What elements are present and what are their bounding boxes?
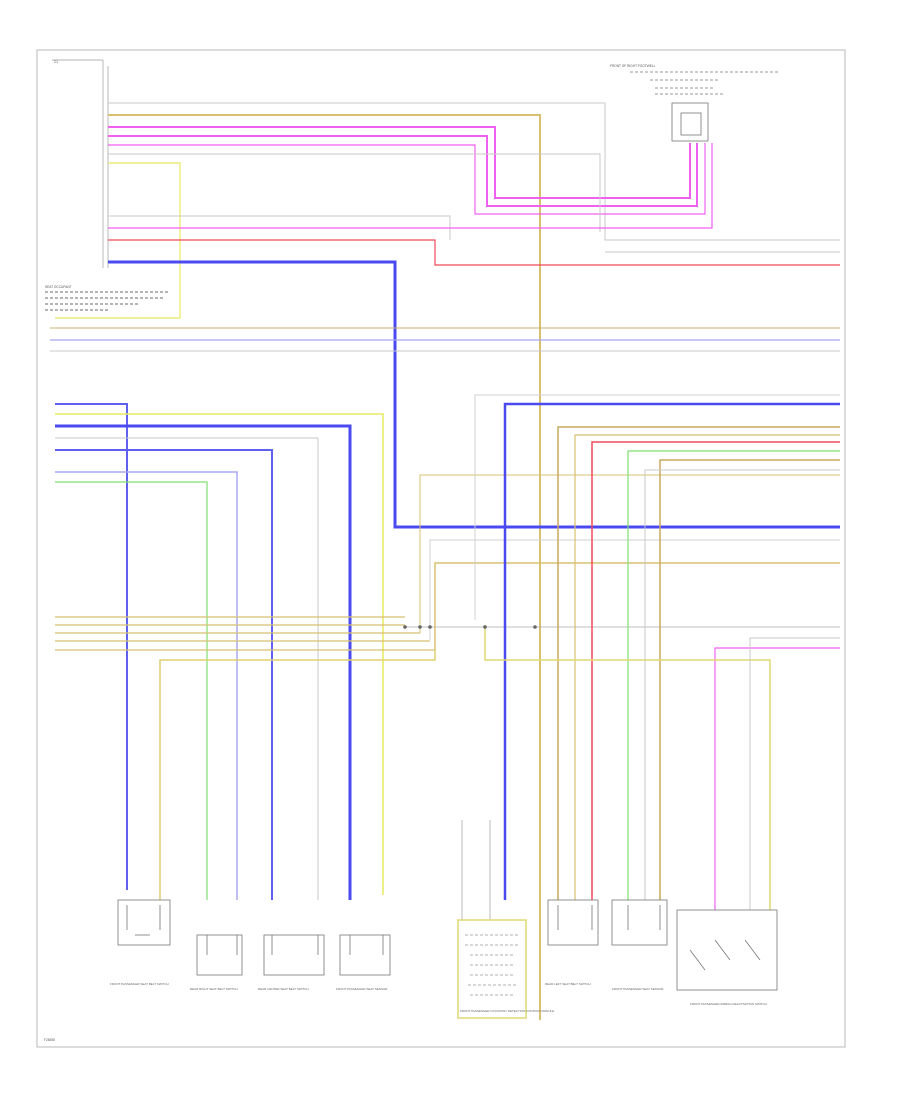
component-front-passenger-seat-sensor: FRONT PASSENGER SEAT SENSOR xyxy=(336,934,391,991)
left-module-text: SEAT OCCUPANT xyxy=(45,285,170,311)
wires xyxy=(50,102,840,1020)
splices xyxy=(403,625,537,629)
wire-grey-riser-2 xyxy=(474,394,840,620)
component-occupant-detection-module: FRONT PASSENGER OCCUPANT DETECTION CONTR… xyxy=(457,919,554,1019)
component-front-passenger-seat-sensor-2: FRONT PASSENGER SEAT SENSOR xyxy=(611,899,668,991)
top-connector-label: C1 xyxy=(54,60,58,64)
splice-2 xyxy=(418,625,422,629)
component-label-7: FRONT PASSENGER SEAT SENSOR xyxy=(612,987,664,991)
wire-green-left xyxy=(55,481,208,900)
component-front-passenger-belt-switch: FRONT PASSENGER SEAT BELT SWITCH xyxy=(110,899,171,986)
splice-5 xyxy=(533,625,537,629)
wire-pink-2 xyxy=(108,135,698,207)
component-rear-right-belt-switch: REAR RIGHT SEAT BELT SWITCH xyxy=(190,934,243,991)
wire-red-top xyxy=(108,239,840,266)
left-module-label: SEAT OCCUPANT xyxy=(45,285,72,289)
component-rear-left-belt-switch: REAR LEFT SEAT BELT SWITCH xyxy=(545,899,599,986)
wire-yellow-left-1 xyxy=(55,413,384,895)
wire-blue-left-1 xyxy=(55,403,128,890)
wire-green-right xyxy=(627,450,840,900)
wire-pink-bottom xyxy=(714,647,840,910)
wire-yellow-bottom xyxy=(484,625,771,910)
wire-tan-riser xyxy=(434,562,840,650)
wire-tan-right-2 xyxy=(574,434,840,900)
wire-grey-left-1 xyxy=(55,437,319,900)
component-label-2: REAR RIGHT SEAT BELT SWITCH xyxy=(190,987,238,991)
component-airbag-deactivation-switch: FRONT PASSENGER AIRBAG DEACTIVATION SWIT… xyxy=(676,909,778,1006)
bottom-components: FRONT PASSENGER SEAT BELT SWITCH REAR RI… xyxy=(110,899,778,1019)
wire-blue-left-3 xyxy=(55,449,273,900)
component-label-6: REAR LEFT SEAT BELT SWITCH xyxy=(545,982,591,986)
component-rear-center-belt-switch: REAR CENTER SEAT BELT SWITCH xyxy=(258,934,325,991)
wire-grey-right-2 xyxy=(644,469,840,900)
wire-grey-riser xyxy=(429,539,840,640)
wire-grey-bottom xyxy=(749,637,840,910)
wire-tan-riser-2 xyxy=(419,474,840,633)
wire-tan-right-3 xyxy=(659,459,840,900)
wire-pink-1 xyxy=(108,126,691,199)
wire-blue-right xyxy=(503,402,840,900)
wire-grey-2 xyxy=(108,153,601,232)
splice-1 xyxy=(403,625,407,629)
top-module-box xyxy=(671,102,709,142)
wire-pink-4 xyxy=(108,143,713,229)
wire-blue-main xyxy=(108,260,840,529)
splice-4 xyxy=(483,625,487,629)
top-right-module: FRONT OF RIGHT FOOTWELL xyxy=(610,64,780,142)
top-module-label: FRONT OF RIGHT FOOTWELL xyxy=(610,64,656,68)
top-module-inner xyxy=(680,112,702,136)
component-label-5: FRONT PASSENGER OCCUPANT DETECTION CONTR… xyxy=(460,1009,554,1013)
wire-tan-top xyxy=(108,114,541,1020)
wire-lavender-left xyxy=(55,471,238,900)
diagram-frame xyxy=(36,49,846,1048)
component-label-4: FRONT PASSENGER SEAT SENSOR xyxy=(336,987,388,991)
left-connector xyxy=(52,59,109,268)
wire-red-right xyxy=(591,441,840,900)
wire-tan-right-1 xyxy=(557,426,840,900)
wire-blue-left-2 xyxy=(55,424,352,900)
wire-pink-3 xyxy=(108,143,706,215)
component-label-8: FRONT PASSENGER AIRBAG DEACTIVATION SWIT… xyxy=(690,1002,767,1006)
component-label-1: FRONT PASSENGER SEAT BELT SWITCH xyxy=(110,982,169,986)
component-label-3: REAR CENTER SEAT BELT SWITCH xyxy=(258,987,309,991)
diagram-code: F28458 xyxy=(44,1038,55,1042)
wire-grey-top xyxy=(108,102,840,241)
splice-3 xyxy=(428,625,432,629)
wire-grey-3 xyxy=(108,215,451,240)
wire-tan-left-drop xyxy=(159,650,436,900)
